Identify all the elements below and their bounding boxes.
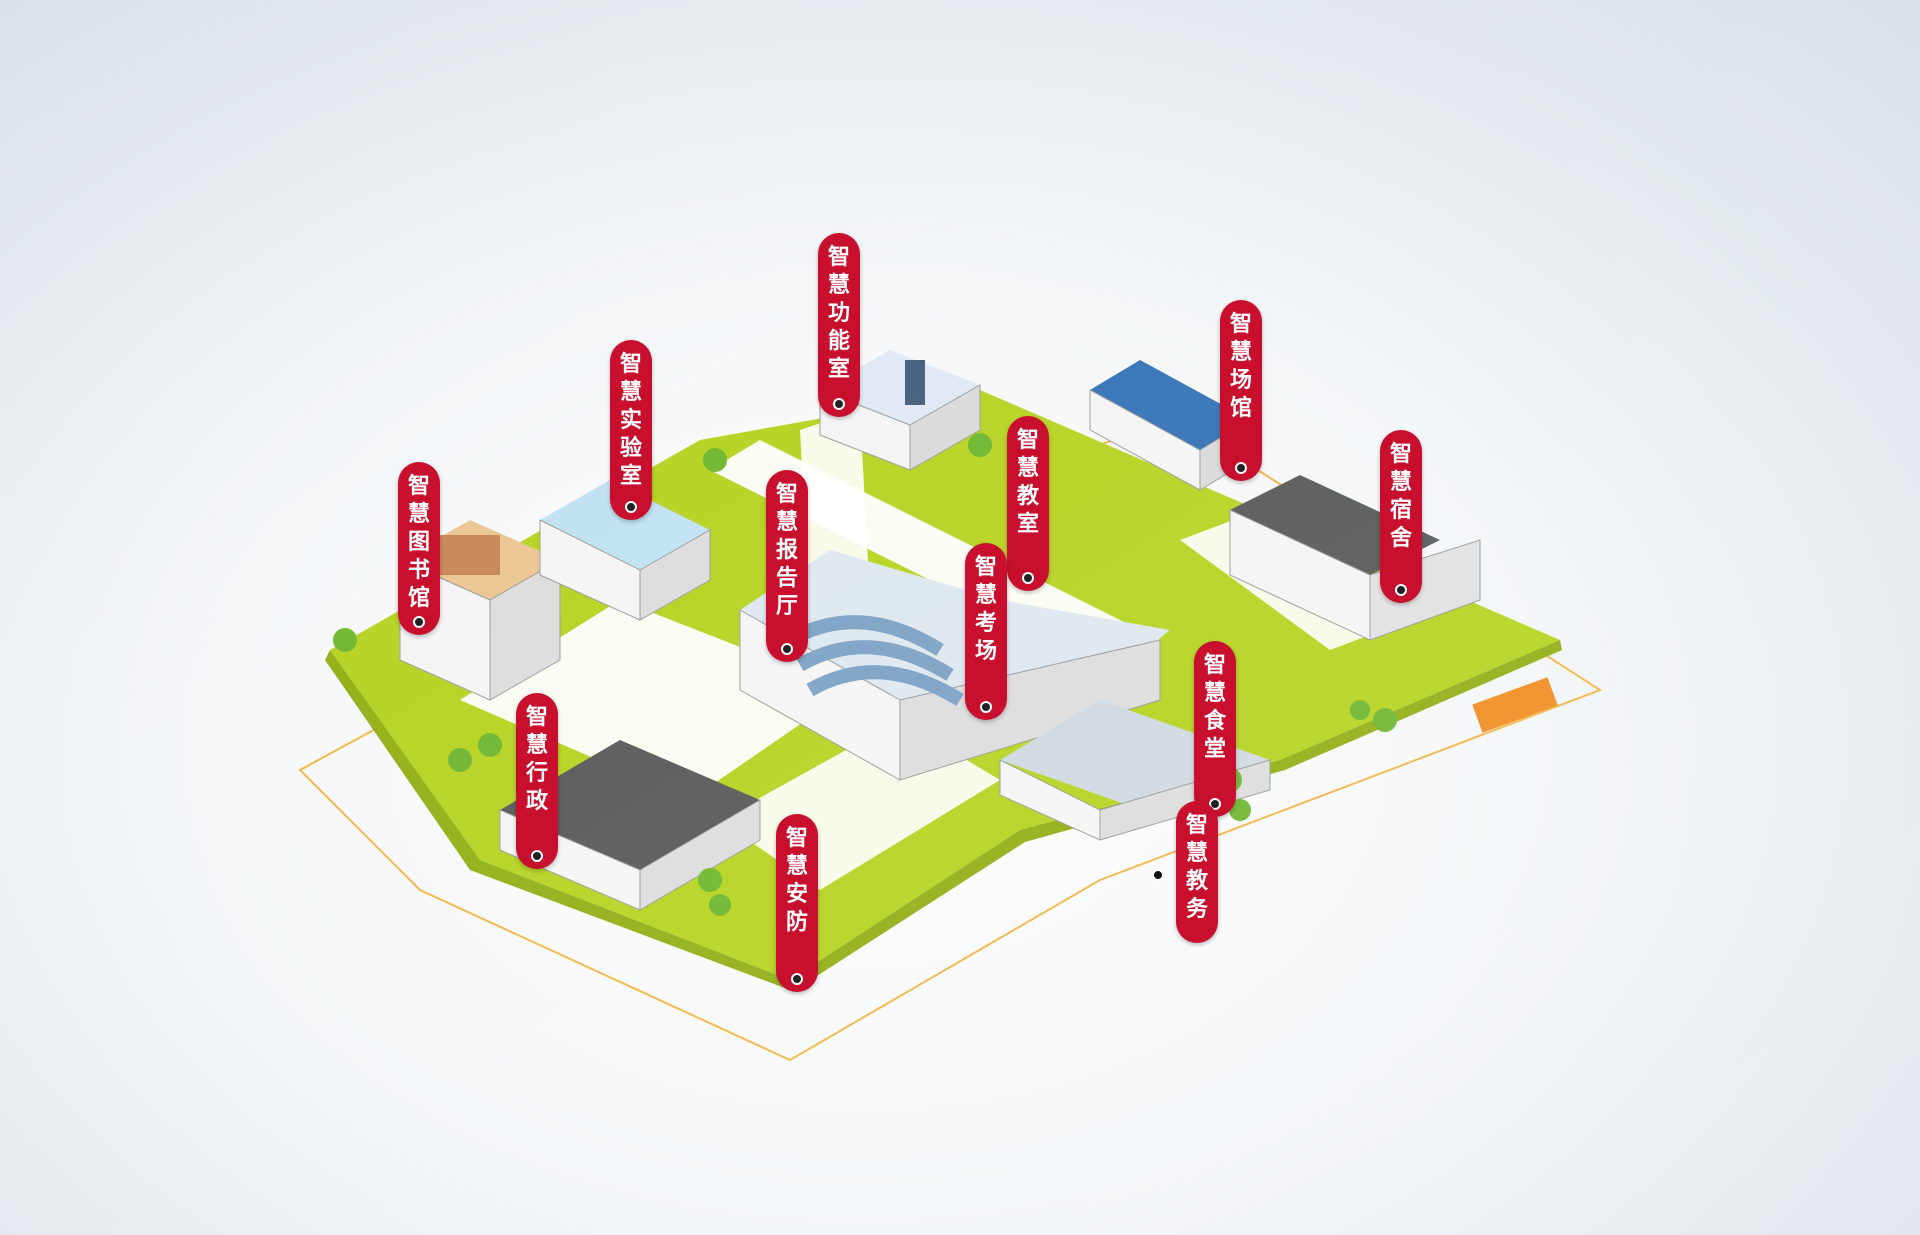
pin-exam-label: 智慧考场 <box>975 554 998 663</box>
pin-function-room-dot <box>833 398 845 410</box>
pin-venue-label: 智慧场馆 <box>1230 311 1253 420</box>
pin-admin-dot <box>531 850 543 862</box>
pin-canteen[interactable]: 智慧食堂 <box>1194 641 1236 817</box>
pin-exam[interactable]: 智慧考场 <box>965 543 1007 720</box>
pin-academic-label: 智慧教务 <box>1186 812 1209 921</box>
pin-canteen-label: 智慧食堂 <box>1204 652 1227 761</box>
pin-security[interactable]: 智慧安防 <box>776 814 818 992</box>
pin-lab-dot <box>625 501 637 513</box>
pin-exam-dot <box>980 701 992 713</box>
pin-library-label: 智慧图书馆 <box>408 473 431 610</box>
academic-dot <box>1152 869 1164 881</box>
pin-security-label: 智慧安防 <box>786 825 809 934</box>
pin-dorm[interactable]: 智慧宿舍 <box>1380 430 1422 603</box>
pin-classroom-dot <box>1022 572 1034 584</box>
pin-admin[interactable]: 智慧行政 <box>516 693 558 869</box>
pin-dorm-dot <box>1395 584 1407 596</box>
pin-venue-dot <box>1235 462 1247 474</box>
pin-function-room-label: 智慧功能室 <box>828 244 851 381</box>
pin-lecture-hall[interactable]: 智慧报告厅 <box>766 470 808 662</box>
pin-lab[interactable]: 智慧实验室 <box>610 340 652 520</box>
pin-admin-label: 智慧行政 <box>526 704 549 813</box>
pin-academic[interactable]: 智慧教务 <box>1176 801 1218 943</box>
pin-library-dot <box>413 616 425 628</box>
pin-lab-label: 智慧实验室 <box>620 351 643 488</box>
pin-library[interactable]: 智慧图书馆 <box>398 462 440 635</box>
pin-lecture-hall-dot <box>781 643 793 655</box>
pin-security-dot <box>791 973 803 985</box>
pin-classroom[interactable]: 智慧教室 <box>1007 416 1049 591</box>
pin-lecture-hall-label: 智慧报告厅 <box>776 481 799 618</box>
pin-dorm-label: 智慧宿舍 <box>1390 441 1413 550</box>
pin-classroom-label: 智慧教室 <box>1017 427 1040 536</box>
pin-function-room[interactable]: 智慧功能室 <box>818 233 860 417</box>
pin-venue[interactable]: 智慧场馆 <box>1220 300 1262 481</box>
